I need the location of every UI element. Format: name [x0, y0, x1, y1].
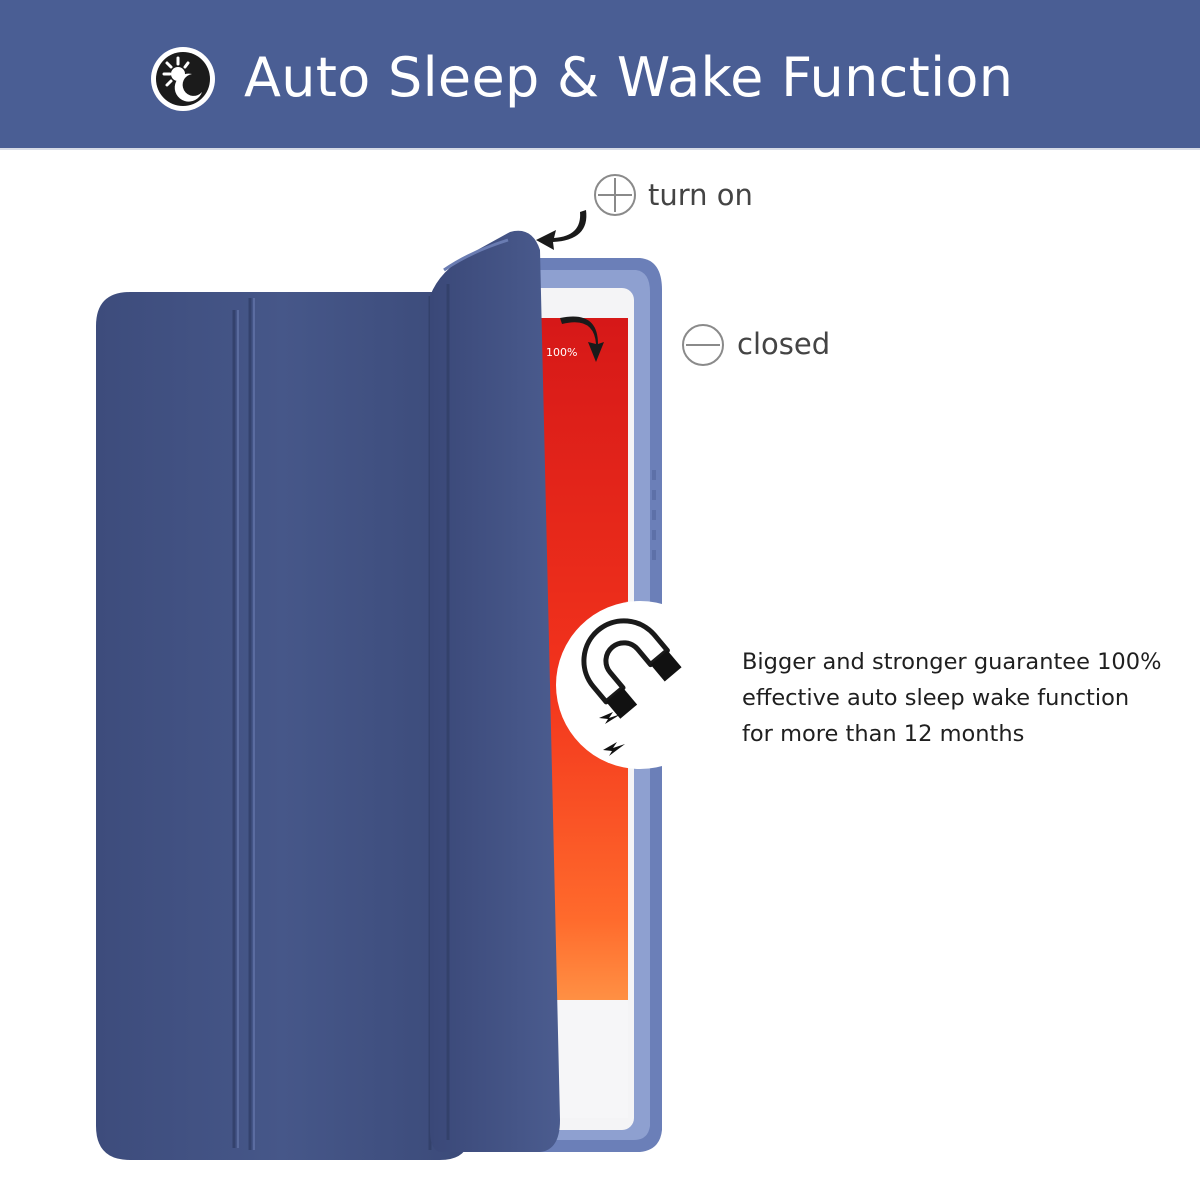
- sleep-wake-icon: [151, 47, 215, 111]
- feature-line: Bigger and stronger guarantee 100%: [742, 649, 1162, 675]
- closed-label: closed: [737, 327, 831, 361]
- open-arrow-icon: [536, 210, 587, 250]
- smart-cover: [96, 230, 560, 1160]
- banner-divider: [0, 148, 1200, 150]
- feature-description: Bigger and stronger guarantee 100% effec…: [742, 644, 1182, 752]
- magnet-icon: [556, 601, 724, 769]
- plus-circle-icon: [594, 174, 636, 216]
- feature-line: effective auto sleep wake function: [742, 685, 1130, 711]
- close-arrow-icon: [560, 316, 604, 362]
- feature-line: for more than 12 months: [742, 721, 1025, 747]
- battery-status-text: 100%: [546, 346, 577, 359]
- page-title: Auto Sleep & Wake Function: [244, 46, 1014, 109]
- minus-circle-icon: [682, 324, 724, 366]
- turn-on-label: turn on: [648, 178, 753, 212]
